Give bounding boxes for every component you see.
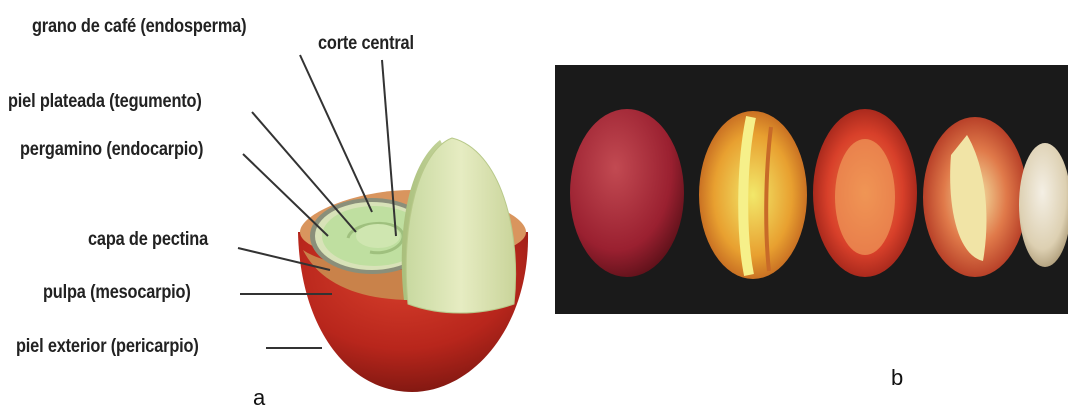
label-piel-plateada: piel plateada (tegumento) <box>8 91 202 113</box>
leader-pergamino <box>243 154 328 236</box>
cherry-red-pulp <box>813 109 917 277</box>
label-grano: grano de café (endosperma) <box>32 16 246 38</box>
label-piel-exterior: piel exterior (pericarpio) <box>16 336 199 358</box>
cherry-whole-red <box>570 109 684 277</box>
leader-grano <box>300 55 372 212</box>
panel-letter-b: b <box>891 365 903 391</box>
bean-inner-fold <box>356 224 400 248</box>
label-pectina: capa de pectina <box>88 229 208 251</box>
cherry-with-bean <box>923 117 1027 277</box>
cherry-yellow-split <box>699 111 807 279</box>
label-corte-central: corte central <box>318 33 414 55</box>
panel-letter-a: a <box>253 385 265 411</box>
label-pergamino: pergamino (endocarpio) <box>20 139 203 161</box>
coffee-cherries-photo <box>555 65 1068 314</box>
label-pulpa: pulpa (mesocarpio) <box>43 282 191 304</box>
